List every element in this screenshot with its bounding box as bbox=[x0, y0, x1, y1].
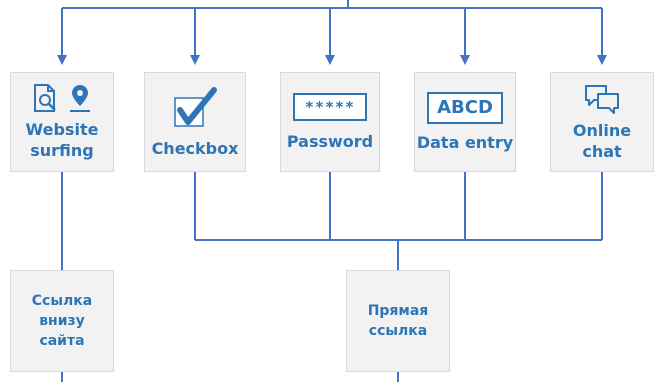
password-node: ***** Password bbox=[280, 72, 380, 172]
document-search-icon bbox=[34, 84, 56, 112]
website-surfing-label: Website surfing bbox=[25, 120, 99, 160]
online-chat-node: Online chat bbox=[550, 72, 654, 172]
checkbox-label: Checkbox bbox=[151, 138, 239, 158]
location-pin-icon bbox=[70, 85, 90, 112]
data-entry-node: ABCD Data entry bbox=[414, 72, 516, 172]
checkbox-node: Checkbox bbox=[144, 72, 246, 172]
direct-link-node: Прямая ссылка bbox=[346, 270, 450, 372]
password-mask-field: ***** bbox=[293, 92, 367, 121]
website-surfing-node: Website surfing bbox=[10, 72, 114, 172]
footer-link-label: Ссылка внизу сайта bbox=[31, 293, 93, 349]
direct-link-label: Прямая ссылка bbox=[367, 303, 429, 339]
password-label: Password bbox=[286, 131, 374, 151]
footer-link-node: Ссылка внизу сайта bbox=[10, 270, 114, 372]
data-entry-label: Data entry bbox=[416, 132, 514, 152]
online-chat-label: Online chat bbox=[572, 121, 632, 161]
checkmark-icon bbox=[174, 86, 217, 127]
data-entry-sample-field: ABCD bbox=[427, 91, 503, 124]
chat-bubbles-icon bbox=[585, 85, 619, 114]
